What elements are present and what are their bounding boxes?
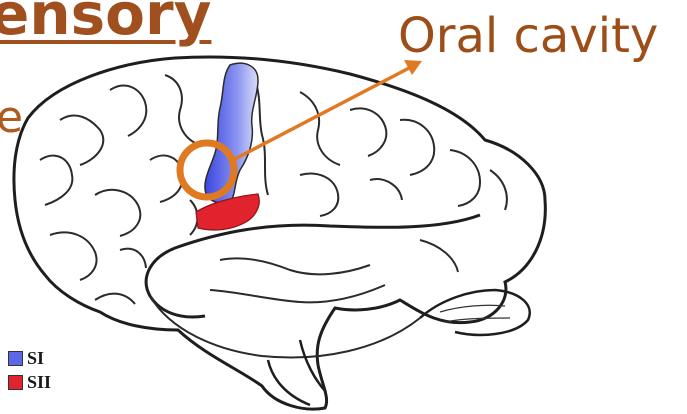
legend-label-si: SI — [27, 348, 44, 369]
legend-item-sii: SII — [8, 372, 51, 392]
legend-swatch-sii — [8, 375, 23, 390]
legend-label-sii: SII — [27, 372, 51, 393]
legend-swatch-si — [8, 351, 23, 366]
legend-item-si: SI — [8, 348, 44, 368]
brain-outline — [14, 57, 545, 409]
